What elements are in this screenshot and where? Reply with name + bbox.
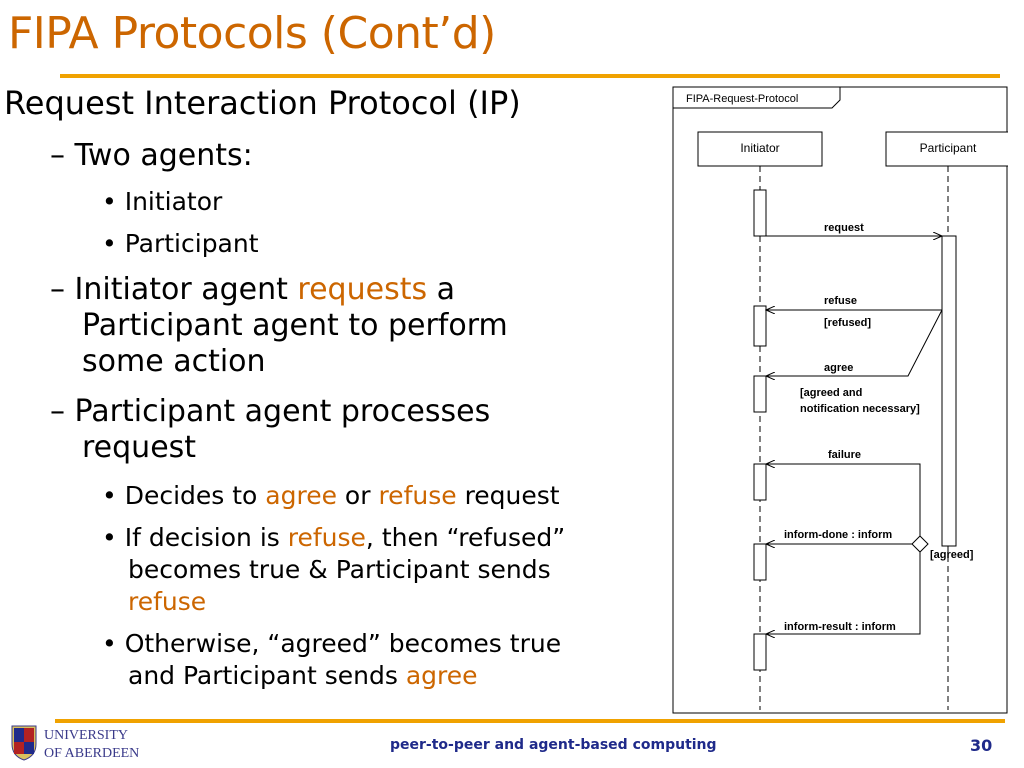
bullet-text-line: becomes true & Participant sends	[128, 555, 551, 584]
sub-bullet-decides: • Decides to agree or refuse request	[102, 481, 560, 510]
activation-initiator	[753, 375, 767, 413]
bullet-text: or	[336, 481, 379, 510]
activation-initiator	[753, 189, 767, 237]
bullet-text: , then “refused”	[365, 523, 566, 552]
university-logo: UNIVERSITY OF ABERDEEN	[10, 722, 140, 766]
bullet-text-line: some action	[82, 344, 266, 379]
sub-bullet-participant: • Participant	[102, 229, 259, 258]
bullet-text: If decision is	[124, 523, 288, 552]
fipa-request-protocol-diagram: FIPA-Request-Protocol Initiator Particip…	[672, 86, 1008, 714]
logo-text-aberdeen: OF ABERDEEN	[44, 746, 140, 761]
title-rule	[60, 74, 1000, 78]
cond-agreed-2: notification necessary]	[800, 403, 920, 415]
diagram-frame	[672, 86, 1008, 714]
bullet-text: a	[427, 272, 456, 307]
msg-inform-done: inform-done : inform	[784, 529, 892, 541]
highlight-requests: requests	[297, 272, 428, 307]
footer-course-title: peer-to-peer and agent-based computing	[390, 737, 717, 753]
arrow-inform-result	[766, 552, 921, 634]
sub-bullet-if-refuse: • If decision is refuse, then “refused” …	[102, 523, 566, 616]
bullet-initiator-requests: – Initiator agent requests a Participant…	[50, 272, 508, 379]
bullet-text: Decides to	[124, 481, 266, 510]
lifeline-label-participant: Participant	[920, 141, 977, 155]
arrow-failure	[766, 464, 921, 544]
frame-label-tab	[673, 87, 841, 109]
logo-text-university: UNIVERSITY	[44, 728, 128, 743]
bullet-text-line: request	[82, 430, 197, 465]
activation-participant	[941, 235, 957, 547]
lifeline-box-initiator	[697, 131, 823, 167]
slide-title: FIPA Protocols (Cont’d)	[8, 8, 496, 59]
bullet-text: Participant	[124, 229, 259, 258]
arrow-agree	[766, 309, 943, 376]
sub-bullet-otherwise: • Otherwise, “agreed” becomes true and P…	[102, 629, 562, 690]
bullet-text: Otherwise, “agreed” becomes true	[124, 629, 562, 658]
bullet-text: Two agents:	[74, 138, 253, 173]
bullet-two-agents: – Two agents:	[50, 138, 253, 173]
cond-agreed: [agreed]	[930, 549, 974, 561]
msg-refuse: refuse	[824, 295, 857, 307]
highlight-refuse: refuse	[128, 587, 207, 616]
page-number: 30	[970, 736, 993, 755]
activation-initiator	[753, 633, 767, 671]
footer-rule	[55, 719, 1005, 723]
activation-initiator	[753, 305, 767, 347]
bullet-text: Initiator	[124, 187, 223, 216]
bullet-text: and Participant sends	[128, 661, 406, 690]
activation-initiator	[753, 463, 767, 501]
cond-refused: [refused]	[824, 317, 871, 329]
bullet-participant-processes: – Participant agent processes request	[50, 394, 491, 465]
highlight-refuse: refuse	[287, 523, 366, 552]
bullet-text: Initiator agent	[74, 272, 298, 307]
decision-diamond	[911, 535, 929, 553]
lifeline-box-participant	[885, 131, 1008, 167]
crest-icon	[11, 725, 37, 761]
cond-agreed-1: [agreed and	[800, 387, 862, 399]
bullet-text-line: Participant agent to perform	[82, 308, 508, 343]
highlight-agree: agree	[265, 481, 337, 510]
lifeline-label-initiator: Initiator	[740, 141, 779, 155]
frame-label: FIPA-Request-Protocol	[686, 93, 798, 105]
bullet-text: Participant agent processes	[74, 394, 491, 429]
bullet-text: request	[456, 481, 560, 510]
heading-request-ip: Request Interaction Protocol (IP)	[4, 84, 521, 122]
highlight-refuse: refuse	[378, 481, 457, 510]
activation-initiator	[753, 543, 767, 581]
sub-bullet-initiator: • Initiator	[102, 187, 223, 216]
msg-failure: failure	[828, 449, 861, 461]
highlight-agree: agree	[405, 661, 478, 690]
msg-inform-result: inform-result : inform	[784, 621, 896, 633]
msg-request: request	[824, 222, 864, 234]
msg-agree: agree	[824, 362, 853, 374]
